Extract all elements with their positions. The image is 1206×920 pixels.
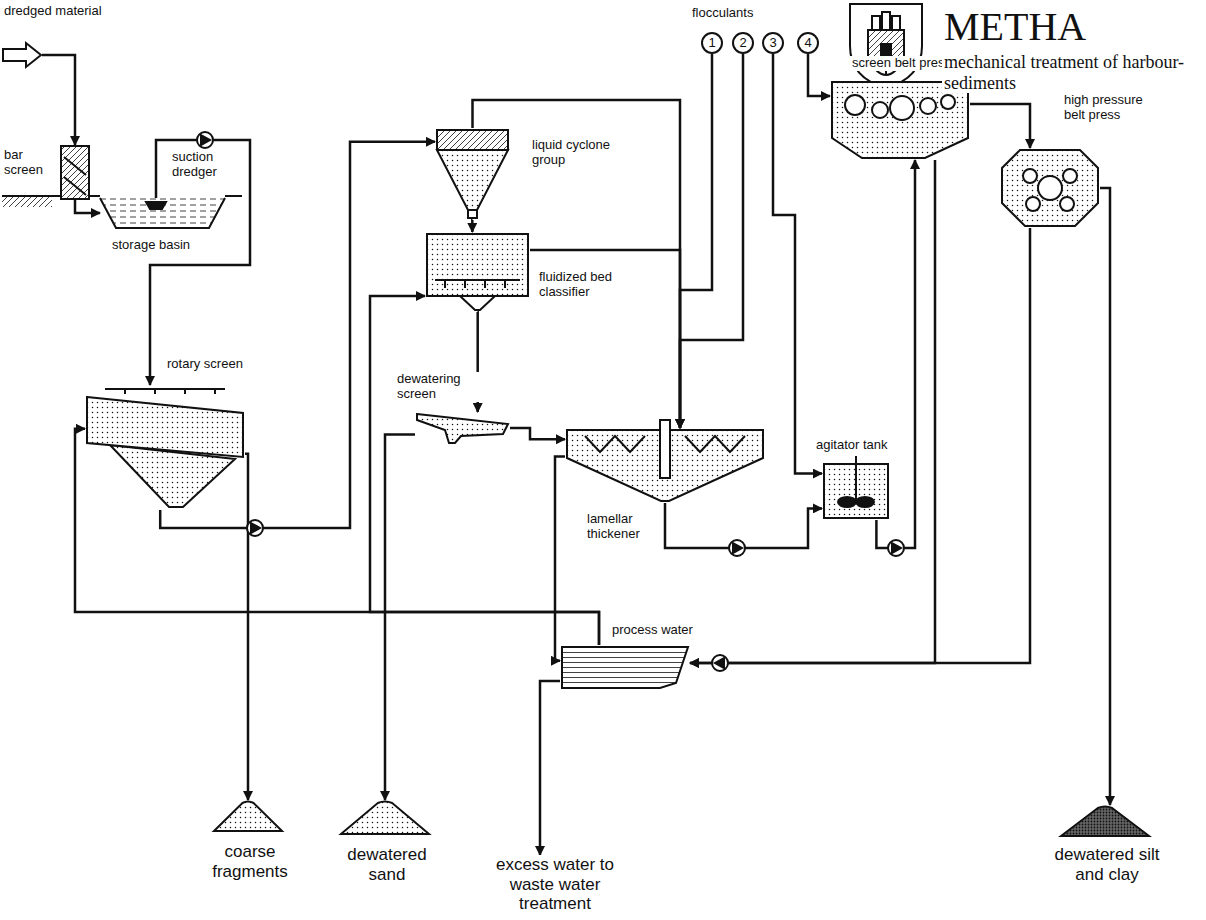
node-label: dewatering screen <box>395 372 479 402</box>
flow-line <box>680 54 743 428</box>
node-label: excess water to waste water treatment <box>493 855 618 914</box>
group-label: flocculants <box>690 6 755 21</box>
flow-line <box>530 250 680 428</box>
cyclone-group: liquid cyclone group <box>435 128 510 220</box>
flow-line <box>150 140 250 385</box>
flow-line <box>245 454 248 800</box>
rotary-screen: rotary screen <box>85 385 245 510</box>
node-label: dredged material <box>2 4 104 19</box>
agitator-tank-outline <box>822 462 890 520</box>
flow-line <box>75 200 100 213</box>
lamellar-thickener-outline <box>565 428 765 503</box>
flow-line <box>1100 188 1110 805</box>
bed-classifier-outline <box>425 232 530 312</box>
flow-line <box>665 503 822 548</box>
flow-line <box>42 55 75 145</box>
suction-dredger-outline <box>145 198 167 210</box>
flow-line <box>808 54 830 96</box>
node-label: suction dredger <box>170 150 236 180</box>
node-label: 2 <box>739 36 746 51</box>
flow-line <box>471 220 474 232</box>
output-text: excess water to waste water treatment <box>460 855 650 917</box>
process-water-tank: process water <box>560 645 690 690</box>
cyclone-group-outline <box>435 128 510 220</box>
node-label: storage basin <box>110 238 192 253</box>
node-label: bar screen <box>2 148 56 178</box>
node-label: lamellar thickener <box>585 512 659 542</box>
dewatering-screen: dewatering screen <box>415 412 510 444</box>
output-pile-outline <box>213 800 283 832</box>
output-pile: dewatered silt and clay <box>1060 805 1150 837</box>
flow-line <box>385 434 415 800</box>
harbour-crest <box>850 4 922 88</box>
title: METHA <box>942 4 1088 50</box>
flow-line <box>555 457 565 661</box>
node-label: coarse fragments <box>188 842 312 881</box>
flocculant-circle: 3 <box>762 32 784 54</box>
dewatering-screen-outline <box>415 412 510 444</box>
rotary-screen-outline <box>85 385 245 510</box>
node-label: 4 <box>804 36 811 51</box>
bed-classifier: fluidized bed classifier <box>425 232 530 312</box>
flow-line <box>970 104 1030 148</box>
pressure-belt-press-outline <box>1000 148 1100 228</box>
bar-screen: bar screen <box>60 145 90 200</box>
node-label: 3 <box>769 36 776 51</box>
input-arrow: dredged material <box>2 42 42 68</box>
agitator-tank: agitator tank <box>822 462 890 520</box>
output-pile-outline <box>340 800 430 835</box>
flow-line <box>690 160 935 663</box>
flow-line <box>510 428 565 439</box>
node-label: rotary screen <box>165 357 245 372</box>
flow-line <box>540 681 560 855</box>
output-pile-outline <box>1060 805 1150 837</box>
node-label: dewatered silt and clay <box>1051 845 1163 884</box>
node-label: 1 <box>708 36 715 51</box>
node-label: dewatered sand <box>325 845 449 884</box>
storage-basin: storage basinsuction dredger <box>100 196 225 230</box>
node-label: high pressure belt press <box>1062 93 1161 123</box>
flocculant-circle: 4 <box>797 32 819 54</box>
flow-line <box>773 54 822 474</box>
flow-line <box>370 296 599 645</box>
node-label: liquid cyclone group <box>530 138 619 168</box>
suction-dredger: suction dredger <box>145 198 167 210</box>
input-arrow-outline <box>2 42 42 68</box>
pump-symbols <box>197 132 904 671</box>
output-pile: coarse fragments <box>213 800 283 832</box>
node-label: agitator tank <box>814 438 890 453</box>
node-label: process water <box>610 623 695 638</box>
output-pile: dewatered sand <box>340 800 430 835</box>
process-water-tank-outline <box>560 645 690 690</box>
bar-screen-outline <box>60 145 90 200</box>
node-label: fluidized bed classifier <box>537 270 631 300</box>
flocculant-circle: 1 <box>701 32 723 54</box>
pressure-belt-press: high pressure belt press <box>1000 148 1100 228</box>
subtitle: mechanical treatment of harbour-sediment… <box>942 52 1196 93</box>
flow-line <box>680 54 712 428</box>
flocculant-circle: 2 <box>732 32 754 54</box>
node-label: screen belt press <box>850 56 953 71</box>
lamellar-thickener: lamellar thickener <box>565 428 765 503</box>
